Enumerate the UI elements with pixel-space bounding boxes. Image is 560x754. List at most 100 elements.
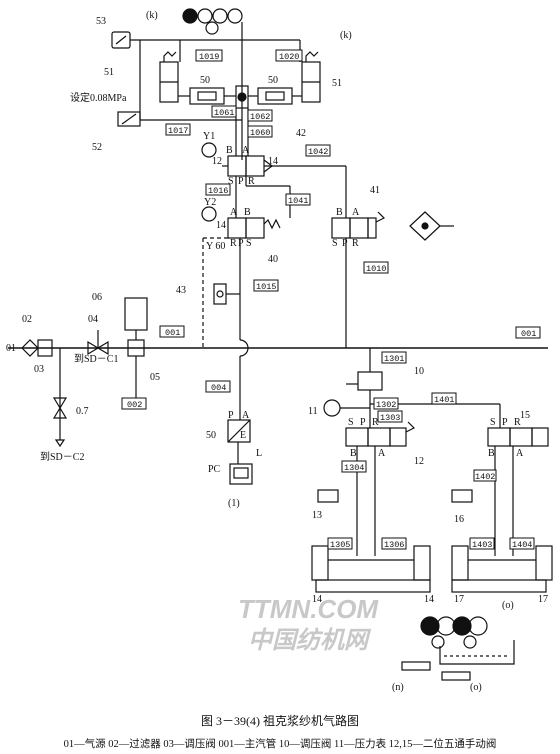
cylinder-51-right xyxy=(301,51,321,103)
tag-1061: 1061 xyxy=(214,108,234,118)
tag-1015: 1015 xyxy=(256,282,276,292)
v41-port-R: R xyxy=(352,238,359,249)
v41-port-A: A xyxy=(352,207,360,218)
v41-port-B: B xyxy=(336,207,343,218)
cylinder-17-right xyxy=(535,545,553,581)
label-17-left: 17 xyxy=(454,594,464,605)
v12-port-A: A xyxy=(378,448,386,459)
watermark-line2: 中国纺机网 xyxy=(248,627,372,654)
v40-port-P: P xyxy=(238,238,244,249)
label-43: 43 xyxy=(176,285,186,296)
label-14-right: 14 xyxy=(424,594,434,605)
size-box xyxy=(439,640,515,665)
v15-port-B: B xyxy=(488,448,495,459)
valve-15 xyxy=(487,427,549,447)
label-o-1: (o) xyxy=(502,600,514,611)
tag-1016: 1016 xyxy=(208,186,228,196)
tag-1304: 1304 xyxy=(344,463,364,473)
label-51-right: 51 xyxy=(332,78,342,89)
tag-004: 004 xyxy=(211,383,226,393)
v40-port-14: 14 xyxy=(216,220,226,231)
label-14-left: 14 xyxy=(312,594,322,605)
valve-06 xyxy=(124,297,148,340)
label-41: 41 xyxy=(370,185,380,196)
v42-port-B: B xyxy=(226,145,233,156)
v15-port-S: S xyxy=(490,417,496,428)
tag-1042: 1042 xyxy=(308,147,328,157)
label-setting: 设定0.08MPa xyxy=(70,91,127,104)
label-12: 12 xyxy=(414,456,424,467)
tag-001-right: 001 xyxy=(521,329,536,339)
v12-port-B: B xyxy=(350,448,357,459)
regulator-03 xyxy=(37,339,53,357)
v42-port-S: S xyxy=(228,176,234,187)
label-04: 04 xyxy=(88,314,98,325)
drain-07 xyxy=(52,356,68,448)
v42-port-P: P xyxy=(238,176,244,187)
label-01: 01 xyxy=(6,343,16,354)
label-51-left: 51 xyxy=(104,67,114,78)
label-17-right: 17 xyxy=(538,594,548,605)
regulator-16 xyxy=(451,489,473,503)
label-y2: Y2 xyxy=(204,197,216,208)
valve-41 xyxy=(331,211,386,239)
roll-frame-n xyxy=(315,579,431,593)
v12-port-P: P xyxy=(360,417,366,428)
solenoid-Y2 xyxy=(201,206,217,222)
valve-04 xyxy=(87,330,109,356)
v42-port-12: 12 xyxy=(212,156,222,167)
valve-40 xyxy=(227,217,281,239)
label-02: 02 xyxy=(22,314,32,325)
v12-port-R: R xyxy=(372,417,379,428)
tag-1306: 1306 xyxy=(384,540,404,550)
solenoid-Y1 xyxy=(201,142,217,158)
tag-1305: 1305 xyxy=(330,540,350,550)
sensor-port-A: A xyxy=(242,410,250,421)
tag-1020: 1020 xyxy=(279,52,299,62)
joystick-icon xyxy=(409,211,454,241)
regulator-52 xyxy=(117,111,141,127)
v42-port-R: R xyxy=(248,176,255,187)
label-L: L xyxy=(256,448,262,459)
cylinder-17-left xyxy=(451,545,469,581)
pressure-sensor-50 xyxy=(227,419,251,443)
valve-50-right xyxy=(257,87,293,105)
v15-port-A: A xyxy=(516,448,524,459)
watermark-line1: TTMN.COM xyxy=(238,594,379,624)
tag-1303: 1303 xyxy=(380,413,400,423)
tag-1404: 1404 xyxy=(512,540,532,550)
tag-1402: 1402 xyxy=(475,472,495,482)
tag-1017: 1017 xyxy=(168,126,188,136)
tag-1019: 1019 xyxy=(199,52,219,62)
v15-port-P: P xyxy=(502,417,508,428)
label-13: 13 xyxy=(312,510,322,521)
v40-port-A: A xyxy=(230,207,238,218)
label-sd-c2: 到SD－C2 xyxy=(40,451,84,463)
label-sd-c1: 到SD－C1 xyxy=(74,353,118,365)
label-50-left: 50 xyxy=(200,75,210,86)
cylinder-14-left xyxy=(311,545,329,581)
squeeze-rollers xyxy=(420,616,488,649)
valve-50-left xyxy=(189,87,225,105)
tag-1062: 1062 xyxy=(250,112,270,122)
v40-port-S: S xyxy=(246,238,252,249)
label-50-right: 50 xyxy=(268,75,278,86)
cylinder-51-left xyxy=(159,51,179,103)
drain-valves-bottom xyxy=(401,661,471,681)
label-pc: PC xyxy=(208,464,221,475)
regulator-13 xyxy=(317,489,339,503)
label-53: 53 xyxy=(96,16,106,27)
gauge-11 xyxy=(323,399,341,417)
v15-port-R: R xyxy=(514,417,521,428)
label-42: 42 xyxy=(296,128,306,139)
tag-001-left: 001 xyxy=(165,328,180,338)
label-52: 52 xyxy=(92,142,102,153)
v42-port-A: A xyxy=(242,145,250,156)
label-o-2: (o) xyxy=(470,682,482,693)
label-06: 06 xyxy=(92,292,102,303)
tag-1060: 1060 xyxy=(250,128,270,138)
tag-1041: 1041 xyxy=(288,196,308,206)
gauge-53 xyxy=(111,31,131,49)
tag-1302: 1302 xyxy=(376,400,396,410)
